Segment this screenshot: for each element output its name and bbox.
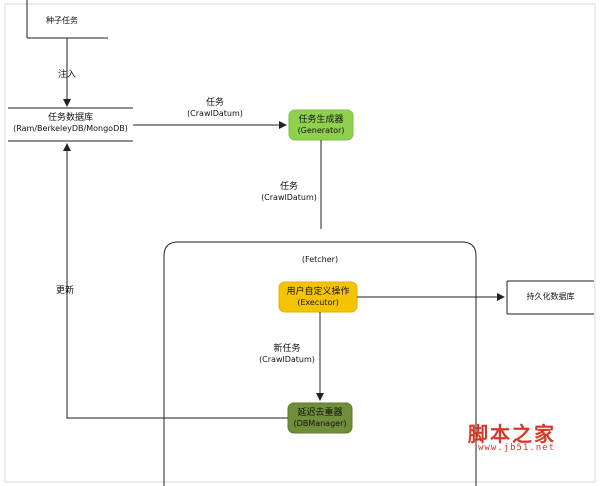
db-to-generator-edge-label: 任务 (CrawlDatum): [180, 98, 250, 119]
executor-title: 用户自定义操作: [286, 287, 350, 297]
dbmanager-title: 延迟去重器: [297, 408, 343, 418]
task-database-sub: (Ram/BerkeleyDB/MongoDB): [13, 124, 128, 133]
task-database-store: [8, 107, 133, 142]
executor-to-dbmanager-sub: (CrawlDatum): [259, 355, 315, 364]
dbmanager-label: 延迟去重器 (DBManager): [288, 408, 352, 429]
seed-task-label: 种子任务: [46, 16, 78, 25]
persist-label: 持久化数据库: [526, 292, 575, 301]
task-database-title: 任务数据库: [47, 113, 93, 123]
generator-label: 任务生成器 (Generator): [289, 115, 353, 136]
db-to-generator-sub: (CrawlDatum): [187, 109, 243, 118]
generator-sub: (Generator): [297, 126, 345, 135]
dbmanager-sub: (DBManager): [293, 419, 347, 428]
update-edge-label: 更新: [56, 286, 75, 296]
executor-label: 用户自定义操作 (Executor): [279, 287, 357, 308]
generator-to-fetcher-title: 任务: [279, 182, 298, 192]
db-to-generator-title: 任务: [205, 98, 224, 108]
executor-to-dbmanager-edge-label: 新任务 (CrawlDatum): [252, 344, 322, 365]
executor-to-dbmanager-title: 新任务: [273, 344, 301, 354]
update-arrow: [63, 143, 288, 419]
task-database-label: 任务数据库 (Ram/BerkeleyDB/MongoDB): [8, 113, 133, 134]
generator-to-fetcher-edge-label: 任务 (CrawlDatum): [254, 182, 324, 203]
outer-frame: [4, 3, 596, 483]
fetcher-container: [163, 241, 477, 486]
watermark-logo: 脚本之家: [468, 422, 556, 446]
fetcher-label: (Fetcher): [301, 255, 339, 264]
watermark-url: www.jb51.net: [478, 443, 556, 453]
persistence-store: [506, 280, 594, 315]
generator-to-fetcher-sub: (CrawlDatum): [261, 193, 317, 202]
inject-edge-label: 注入: [58, 70, 77, 80]
executor-sub: (Executor): [297, 298, 339, 307]
generator-title: 任务生成器: [298, 115, 344, 125]
